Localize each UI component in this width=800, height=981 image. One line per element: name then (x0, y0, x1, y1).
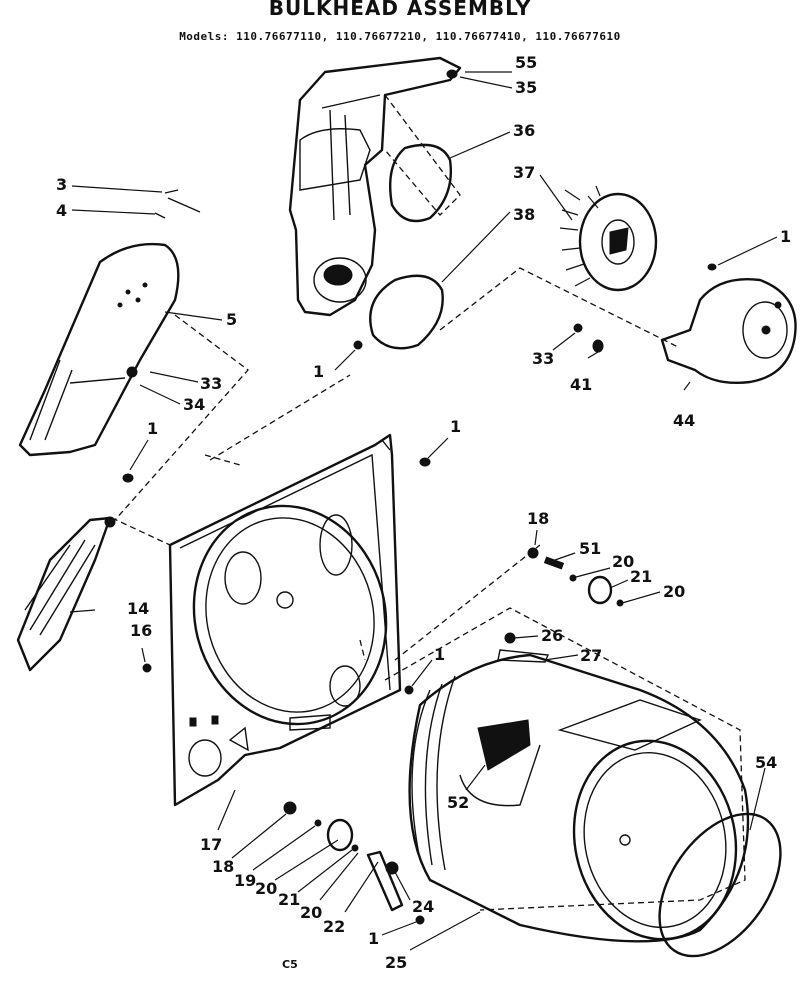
callout-14: 14 (127, 599, 149, 618)
blower-housing-44 (660, 278, 797, 384)
callout-21: 21 (630, 567, 652, 586)
leader-fan-housing (439, 267, 681, 349)
callout-1: 1 (434, 645, 445, 664)
callout-1: 1 (313, 362, 324, 381)
callout-44: 44 (673, 411, 695, 430)
seal-36 (389, 143, 452, 223)
callout-33: 33 (532, 349, 554, 368)
blower-wheel-37 (559, 185, 658, 292)
models-line: Models: 110.76677110, 110.76677210, 110.… (0, 30, 800, 43)
callout-54: 54 (755, 753, 777, 772)
model-number: 110.76677410, (435, 30, 529, 43)
callout-26: 26 (541, 626, 563, 645)
callout-18: 18 (527, 509, 549, 528)
model-number: 110.76677110, (236, 30, 329, 43)
callout-17: 17 (200, 835, 222, 854)
callout-38: 38 (513, 205, 535, 224)
callout-20: 20 (612, 552, 634, 571)
callout-leaders (71, 71, 778, 951)
callout-16: 16 (130, 621, 152, 640)
model-number: 110.76677210, (335, 30, 429, 43)
bulkhead-panel (168, 433, 402, 807)
seal-38 (369, 274, 444, 350)
callout-33: 33 (200, 374, 222, 393)
leader-drum-rollers (359, 544, 541, 661)
callout-36: 36 (513, 121, 535, 140)
leader-inlet (114, 314, 249, 521)
diagram-code: C5 (282, 958, 298, 971)
models-label: Models: (179, 30, 230, 43)
callout-18: 18 (212, 857, 234, 876)
hardware (122, 69, 717, 925)
callout-1: 1 (147, 419, 158, 438)
callout-1: 1 (780, 227, 791, 246)
callout-34: 34 (183, 395, 205, 414)
callout-24: 24 (412, 897, 434, 916)
callout-1: 1 (368, 929, 379, 948)
callout-21: 21 (278, 890, 300, 909)
callout-22: 22 (323, 917, 345, 936)
heater-element (16, 516, 116, 672)
callout-27: 27 (580, 646, 602, 665)
callout-labels: 55 35 36 37 38 1 33 41 44 1 3 4 5 33 34 … (56, 53, 791, 972)
callout-3: 3 (56, 175, 67, 194)
callout-5: 5 (226, 310, 237, 329)
callout-35: 35 (515, 78, 537, 97)
callout-52: 52 (447, 793, 469, 812)
drum-seal-54 (658, 812, 782, 958)
callout-20: 20 (255, 879, 277, 898)
callout-19: 19 (234, 871, 256, 890)
drum (408, 649, 750, 943)
callout-55: 55 (515, 53, 537, 72)
page-title: BULKHEAD ASSEMBLY (268, 0, 532, 20)
callout-37: 37 (513, 163, 535, 182)
callout-4: 4 (56, 201, 67, 220)
callout-51: 51 (579, 539, 601, 558)
callout-20: 20 (300, 903, 322, 922)
callout-41: 41 (570, 375, 592, 394)
leader-bulkhead (111, 374, 351, 546)
model-number: 110.76677610 (535, 30, 621, 43)
drum-outline (384, 607, 746, 911)
inlet-duct-5 (18, 242, 180, 457)
callout-1: 1 (450, 417, 461, 436)
callout-25: 25 (385, 953, 407, 972)
duct-housing (288, 56, 462, 317)
callout-20: 20 (663, 582, 685, 601)
